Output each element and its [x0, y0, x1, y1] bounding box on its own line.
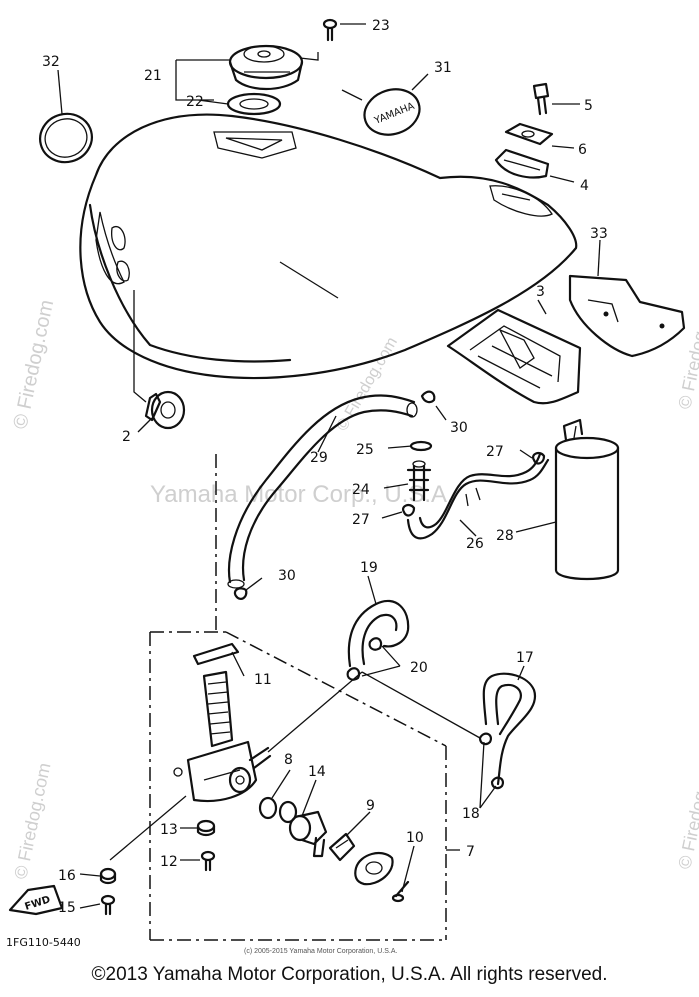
- plate-10: [354, 851, 394, 886]
- part-code: 1FG110-5440: [6, 936, 81, 949]
- screw-10: [391, 880, 410, 903]
- emblem: YAMAHA: [363, 88, 421, 136]
- heat-shield: [446, 308, 582, 405]
- leader-lines: [57, 23, 601, 909]
- clip-18-lower: [361, 671, 504, 790]
- bolt-15: [100, 894, 116, 916]
- callout-22: 22: [186, 94, 204, 110]
- clip-27-right: [532, 451, 546, 465]
- o-ring-14: [278, 800, 298, 824]
- callout-19: 19: [360, 560, 378, 576]
- clip-27-left: [402, 503, 416, 517]
- callout-10: 10: [406, 830, 424, 846]
- bracket-33: [568, 274, 686, 358]
- callout-27-right: 27: [486, 444, 504, 460]
- callout-17: 17: [516, 650, 534, 666]
- watermark-left-bottom: © Firedog.com: [10, 761, 54, 881]
- cock-assembly-outline: [149, 454, 460, 941]
- callout-27-left: 27: [352, 512, 370, 528]
- fwd-label: FWD: [24, 894, 52, 913]
- watermark-center: Yamaha Motor Corp., U.S.A.: [150, 481, 454, 508]
- callout-6: 6: [578, 142, 587, 158]
- gasket-25: [409, 440, 433, 452]
- callout-4: 4: [580, 178, 589, 194]
- lever-14: [288, 810, 328, 858]
- spring-9: [328, 832, 356, 862]
- clip-20-upper: [368, 637, 383, 651]
- callout-13: 13: [160, 822, 178, 838]
- hose-19: [347, 599, 410, 668]
- clip-20-lower: [346, 667, 361, 681]
- clip-18-upper: [478, 732, 492, 746]
- watermark-left: © Firedog.com: [9, 298, 58, 431]
- callout-21: 21: [144, 68, 162, 84]
- callout-9: 9: [366, 798, 375, 814]
- callout-29: 29: [310, 450, 328, 466]
- hose-29: [227, 394, 418, 589]
- callout-14: 14: [308, 764, 326, 780]
- clip-30-bottom: [233, 587, 248, 600]
- nut-13: [196, 819, 216, 837]
- emblem-brand-text: YAMAHA: [372, 101, 416, 127]
- canister: [554, 418, 620, 581]
- grommet-2: [133, 290, 186, 430]
- watermark-mid: © Firedog.com: [334, 334, 401, 434]
- callout-16: 16: [58, 868, 76, 884]
- callout-3: 3: [536, 284, 545, 300]
- watermark-right-bottom: © Firedog.com: [674, 751, 699, 871]
- fwd-arrow: FWD: [8, 884, 64, 916]
- joint-24: [406, 460, 432, 502]
- clip-30-top: [420, 390, 436, 404]
- fuel-cock: [109, 670, 363, 861]
- hose-17: [482, 672, 537, 786]
- callout-33: 33: [590, 226, 608, 242]
- callout-24: 24: [352, 482, 370, 498]
- callout-18: 18: [462, 806, 480, 822]
- bolt-5: [532, 82, 550, 116]
- callout-25: 25: [356, 442, 374, 458]
- screw-12: [200, 850, 216, 872]
- callout-8: 8: [284, 752, 293, 768]
- callout-5: 5: [584, 98, 593, 114]
- ring-32: [39, 112, 93, 164]
- small-copyright: (c) 2005-2015 Yamaha Motor Corporation, …: [244, 948, 398, 955]
- screw-23: [322, 18, 338, 42]
- callout-12: 12: [160, 854, 178, 870]
- callout-30-bottom: 30: [278, 568, 296, 584]
- parts-diagram: Yamaha Motor Corp., U.S.A. © Firedog.com…: [8, 18, 699, 941]
- callout-2: 2: [122, 429, 131, 445]
- callout-23: 23: [372, 18, 390, 34]
- callout-11: 11: [254, 672, 272, 688]
- callout-15: 15: [58, 900, 76, 916]
- callout-30-top: 30: [450, 420, 468, 436]
- damper-4: [494, 148, 550, 179]
- hose-26: [406, 452, 550, 540]
- fuel-cap: [226, 44, 319, 116]
- watermark-right-top: © Firedog.com: [674, 291, 699, 411]
- footer-copyright: ©2013 Yamaha Motor Corporation, U.S.A. A…: [91, 964, 608, 985]
- fuel-tank: [79, 89, 578, 380]
- callout-7: 7: [466, 844, 475, 860]
- o-ring-11: [192, 642, 240, 666]
- callout-31: 31: [434, 60, 452, 76]
- callout-20: 20: [410, 660, 428, 676]
- callout-28: 28: [496, 528, 514, 544]
- callout-numbers: 2 3 4 5 6 7 8 9 10 11 12 13 14 15 16 17 …: [42, 18, 608, 916]
- damper-6: [504, 122, 554, 146]
- washer-8: [258, 796, 278, 820]
- callout-26: 26: [466, 536, 484, 552]
- callout-32: 32: [42, 54, 60, 70]
- washer-16: [99, 867, 117, 885]
